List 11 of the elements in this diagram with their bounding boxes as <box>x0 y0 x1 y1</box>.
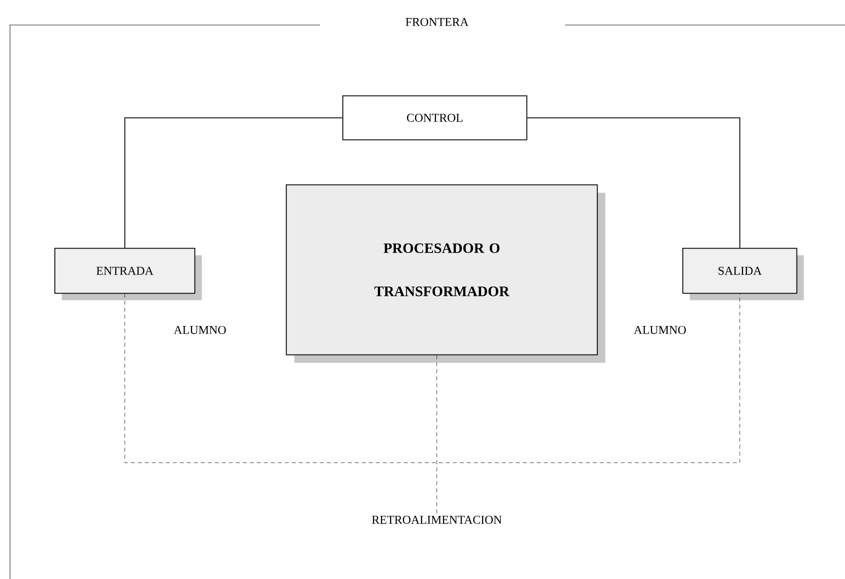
connector-line <box>124 117 343 248</box>
connector-line <box>436 355 437 514</box>
connector-line <box>124 294 740 463</box>
process-box: SALIDA <box>682 248 804 300</box>
control-box: CONTROL <box>342 95 528 140</box>
side-label: ALUMNO <box>634 326 686 334</box>
processor-box: PROCESADOR O TRANSFORMADOR <box>286 184 606 363</box>
feedback-label: RETROALIMENTACION <box>372 516 502 524</box>
side-label: ALUMNO <box>174 326 226 334</box>
process-box: ENTRADA <box>54 248 202 300</box>
connector-line <box>526 117 740 248</box>
